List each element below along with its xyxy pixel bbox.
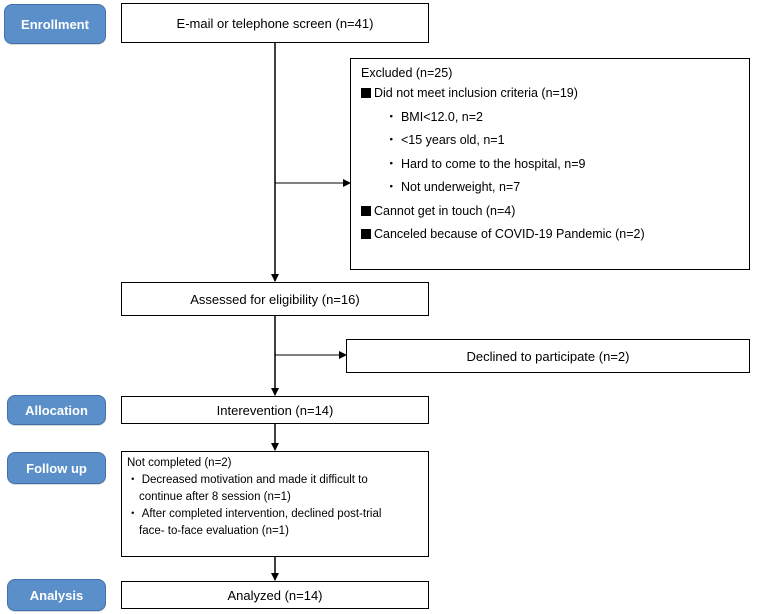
follow-title: Not completed (n=2) [127, 457, 232, 469]
square-bullet-icon [361, 205, 371, 216]
excluded-sub-item: ・ Hard to come to the hospital, n=9 [385, 156, 586, 171]
excluded-sub-item: ・ <15 years old, n=1 [385, 133, 505, 147]
stage-allocation: Allocation [7, 395, 106, 425]
follow-up-box: Not completed (n=2) ・ Decreased motivati… [121, 451, 429, 557]
declined-box: Declined to participate (n=2) [346, 339, 750, 373]
stage-analysis: Analysis [7, 579, 106, 611]
analyzed-box: Analyzed (n=14) [121, 581, 429, 609]
excluded-contact: Cannot get in touch (n=4) [361, 200, 749, 224]
excluded-criteria: Did not meet inclusion criteria (n=19) [361, 82, 749, 106]
excluded-title: Excluded (n=25) [361, 66, 453, 80]
follow-line: ・ After completed intervention, declined… [127, 508, 382, 520]
excluded-sub-item: ・ Not underweight, n=7 [385, 180, 521, 194]
follow-line: face- to-face evaluation (n=1) [139, 525, 289, 537]
intervention-box: Interevention (n=14) [121, 396, 429, 424]
square-bullet-icon [361, 88, 371, 98]
follow-line: ・ Decreased motivation and made it diffi… [127, 474, 368, 486]
screen-box: E-mail or telephone screen (n=41) [121, 3, 429, 43]
stage-follow-up: Follow up [7, 452, 106, 484]
square-bullet-icon [361, 229, 371, 239]
excluded-covid: Canceled because of COVID-19 Pandemic (n… [361, 223, 749, 247]
stage-enrollment: Enrollment [4, 4, 106, 44]
excluded-sub-item: ・ BMI<12.0, n=2 [385, 109, 483, 124]
assessed-box: Assessed for eligibility (n=16) [121, 282, 429, 316]
excluded-box: Excluded (n=25) Did not meet inclusion c… [350, 58, 750, 270]
follow-line: continue after 8 session (n=1) [139, 491, 291, 503]
